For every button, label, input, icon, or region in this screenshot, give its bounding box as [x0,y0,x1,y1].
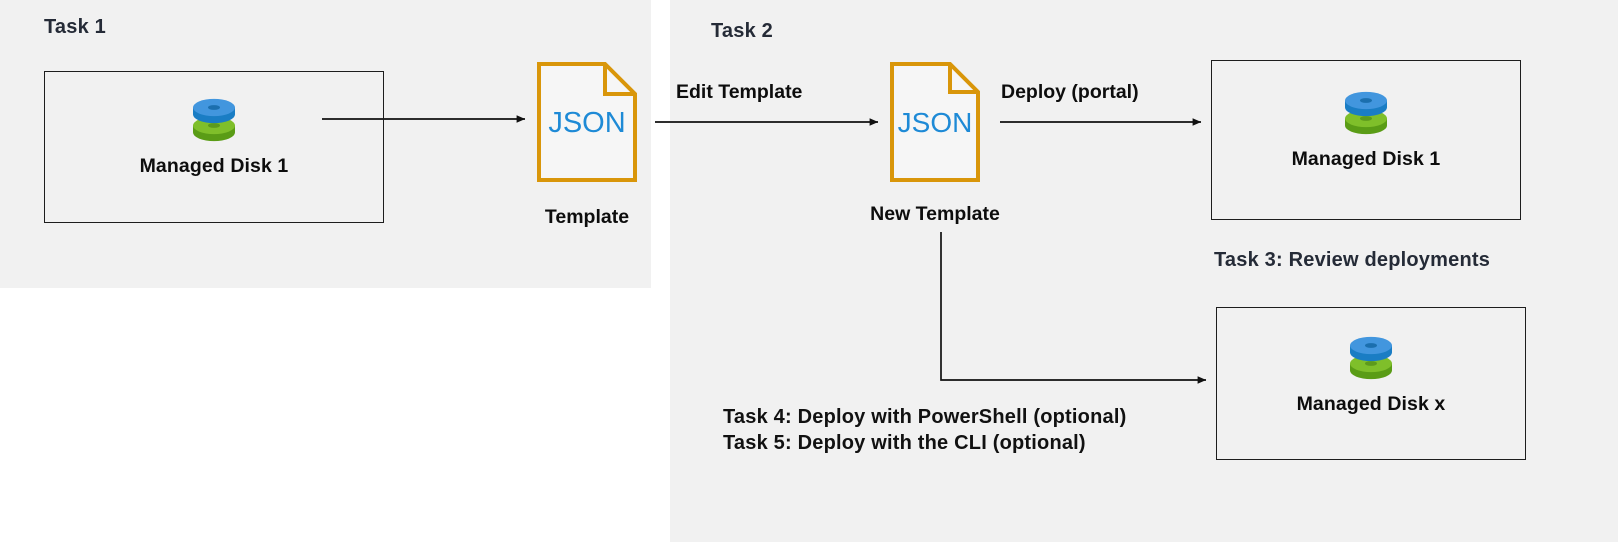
new-template-caption: New Template [870,203,1000,225]
template-json-label: JSON [548,107,625,139]
task3-label: Task 3: Review deployments [1214,249,1491,271]
task5-label: Task 5: Deploy with the CLI (optional) [723,432,1086,454]
managed-disk-icon [1338,87,1394,144]
task45-label: Task 4: Deploy with PowerShell (optional… [723,404,1126,456]
managed-disk-1-source-caption: Managed Disk 1 [139,155,289,177]
edit-template-edge-label: Edit Template [676,81,803,103]
deploy-portal-edge-label: Deploy (portal) [1001,81,1139,103]
new-template-json-label: JSON [898,107,973,138]
managed-disk-x-result-caption: Managed Disk x [1296,393,1446,415]
managed-disk-icon [186,94,242,151]
managed-disk-icon [1343,332,1399,389]
managed-disk-x-result-box[interactable]: Managed Disk x [1216,307,1526,460]
task2-label: Task 2 [711,20,773,42]
managed-disk-1-result-caption: Managed Disk 1 [1291,148,1441,170]
task1-label: Task 1 [44,16,106,38]
managed-disk-1-result-box[interactable]: Managed Disk 1 [1211,60,1521,220]
template-file-icon[interactable]: JSON [537,62,637,187]
managed-disk-1-source-box[interactable]: Managed Disk 1 [44,71,384,223]
new-template-file-icon[interactable]: JSON [890,62,980,187]
task4-label: Task 4: Deploy with PowerShell (optional… [723,406,1127,428]
template-caption: Template [544,206,630,228]
